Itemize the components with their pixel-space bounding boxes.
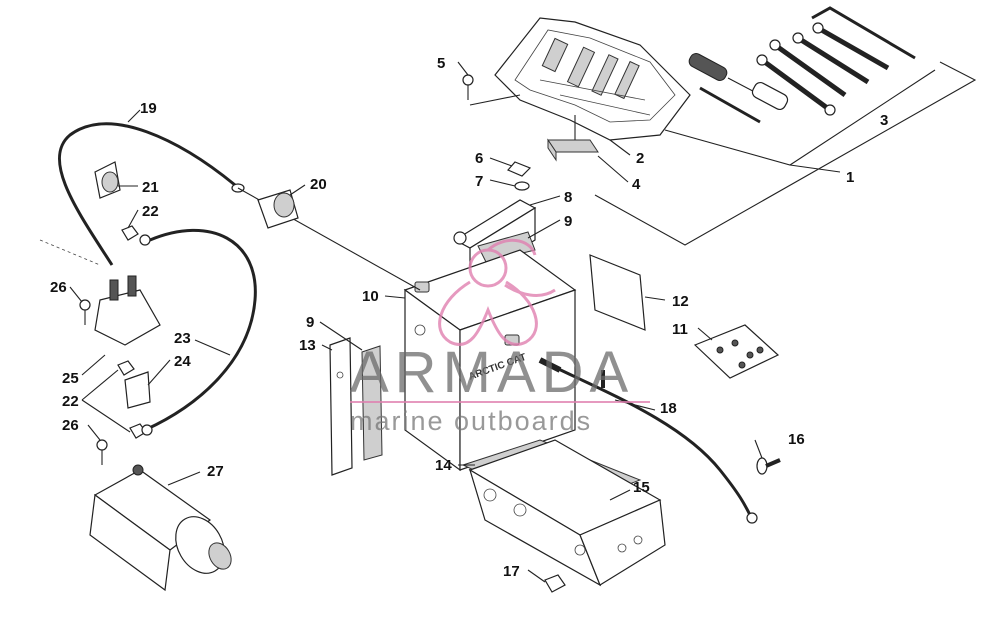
- callout-9-upper: 9: [564, 213, 572, 230]
- battery-cable-part-18: [538, 357, 758, 524]
- callout-11: 11: [672, 321, 688, 338]
- callout-4: 4: [632, 176, 641, 193]
- tool-tray-part-2: [469, 17, 691, 141]
- callout-8: 8: [564, 189, 572, 206]
- terminal-boot-part-20: [257, 189, 299, 229]
- tools-part-3: [688, 6, 916, 124]
- nut-part-22-upper: [121, 225, 139, 241]
- callout-13: 13: [299, 337, 316, 354]
- screw-part-26-upper: [79, 299, 91, 325]
- callout-21: 21: [142, 179, 159, 196]
- screw-part-26-lower: [96, 439, 108, 465]
- starter-solenoid-part-25: [39, 239, 161, 346]
- callout-22-upper: 22: [142, 203, 159, 220]
- callout-5: 5: [437, 55, 445, 72]
- callout-14: 14: [435, 457, 452, 474]
- screw-part-5: [462, 74, 474, 100]
- callout-26-upper: 26: [50, 279, 67, 296]
- callout-17: 17: [503, 563, 520, 580]
- callout-6: 6: [475, 150, 483, 167]
- bolt-part-16: [756, 457, 781, 475]
- cable-part-23: [139, 228, 257, 436]
- callout-25: 25: [62, 370, 79, 387]
- callout-23: 23: [174, 330, 191, 347]
- watermark-title: ARMADA: [350, 340, 634, 405]
- callout-16: 16: [788, 431, 805, 448]
- callout-22-lower: 22: [62, 393, 79, 410]
- terminal-boot-part-24: [124, 371, 151, 409]
- callout-19: 19: [140, 100, 157, 117]
- terminal-boot-part-21: [94, 161, 121, 199]
- hardware-pack-part-11: [693, 324, 780, 379]
- washer-part-7: [514, 181, 530, 191]
- callout-20: 20: [310, 176, 327, 193]
- watermark: ARMADA marine outboards: [350, 238, 650, 436]
- callout-26-lower: 26: [62, 417, 79, 434]
- callout-27: 27: [207, 463, 224, 480]
- callout-12: 12: [672, 293, 689, 310]
- battery-tray-part-15: [468, 439, 666, 587]
- watermark-subtitle: marine outboards: [350, 406, 592, 436]
- cover-plate-part-12: [589, 254, 666, 331]
- wing-nut-part-6: [507, 161, 532, 177]
- callout-24: 24: [174, 353, 191, 370]
- callout-labels: 1 2 3 4 5 6 7 8 9 9 10 11 12 13 14 15 16…: [50, 55, 888, 580]
- leader-lines: [69, 61, 763, 583]
- assembly-bracket-1: [594, 61, 977, 246]
- cable-part-19: [57, 122, 421, 291]
- callout-3: 3: [880, 112, 888, 129]
- callout-2: 2: [636, 150, 644, 167]
- callout-10: 10: [362, 288, 379, 305]
- watermark-logo-icon: [438, 238, 556, 346]
- callout-18: 18: [660, 400, 677, 417]
- callout-15: 15: [633, 479, 650, 496]
- starter-motor-part-27: [89, 464, 232, 592]
- nut-part-17: [544, 574, 566, 593]
- foam-pad-part-4: [547, 138, 599, 162]
- callout-9-lower: 9: [306, 314, 314, 331]
- bracket-strip-part-13: [329, 337, 353, 476]
- battery-pad-part-9: [477, 231, 536, 263]
- callout-1: 1: [846, 169, 854, 186]
- battery-part-10: ARCTIC CAT: [403, 249, 577, 472]
- callout-7: 7: [475, 173, 483, 190]
